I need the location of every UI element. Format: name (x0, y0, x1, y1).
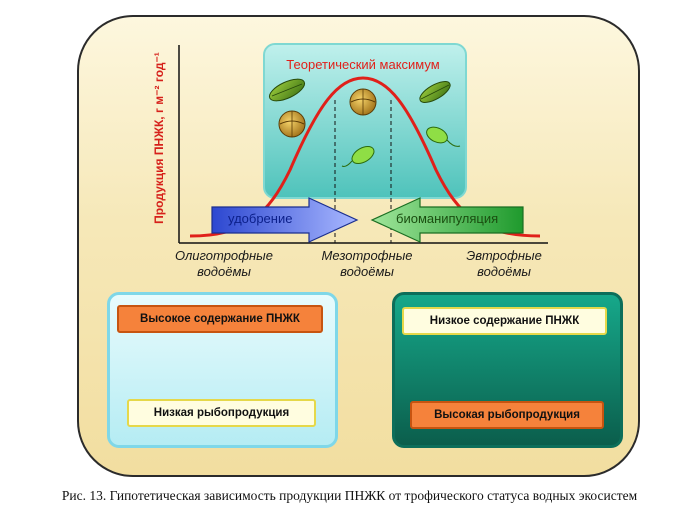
category-line2: водоёмы (197, 264, 251, 279)
theoretical-maximum-label: Теоретический максимум (286, 57, 440, 72)
figure-caption: Рис. 13. Гипотетическая зависимость прод… (61, 488, 638, 503)
category-line1: Олиготрофные (175, 248, 273, 263)
category-line2: водоёмы (340, 264, 394, 279)
diatom-icon (419, 81, 451, 103)
diatom-icon (268, 78, 306, 102)
category-eutrophic: Эвтрофные водоёмы (444, 248, 564, 280)
fertilization-label: удобрение (228, 211, 293, 226)
dinoflagellate-icon (278, 110, 306, 138)
low-pufa-tag: Низкое содержание ПНЖК (402, 307, 607, 335)
dinoflagellate-icon (349, 88, 377, 116)
production-curve (189, 76, 541, 238)
category-mesotrophic: Мезотрофные водоёмы (307, 248, 427, 280)
low-fish-production-tag: Низкая рыбопродукция (127, 399, 316, 427)
green-flagellate-icon (426, 126, 461, 147)
biomanipulation-arrow (370, 197, 524, 243)
green-flagellate-icon (341, 145, 375, 167)
category-line1: Эвтрофные (466, 248, 542, 263)
biomanipulation-label: биоманипуляция (396, 211, 499, 226)
category-line1: Мезотрофные (321, 248, 413, 263)
high-fish-production-tag: Высокая рыбопродукция (410, 401, 604, 429)
category-oligotrophic: Олиготрофные водоёмы (164, 248, 284, 280)
high-pufa-tag: Высокое содержание ПНЖК (117, 305, 323, 333)
fertilization-arrow (211, 197, 359, 243)
category-line2: водоёмы (477, 264, 531, 279)
